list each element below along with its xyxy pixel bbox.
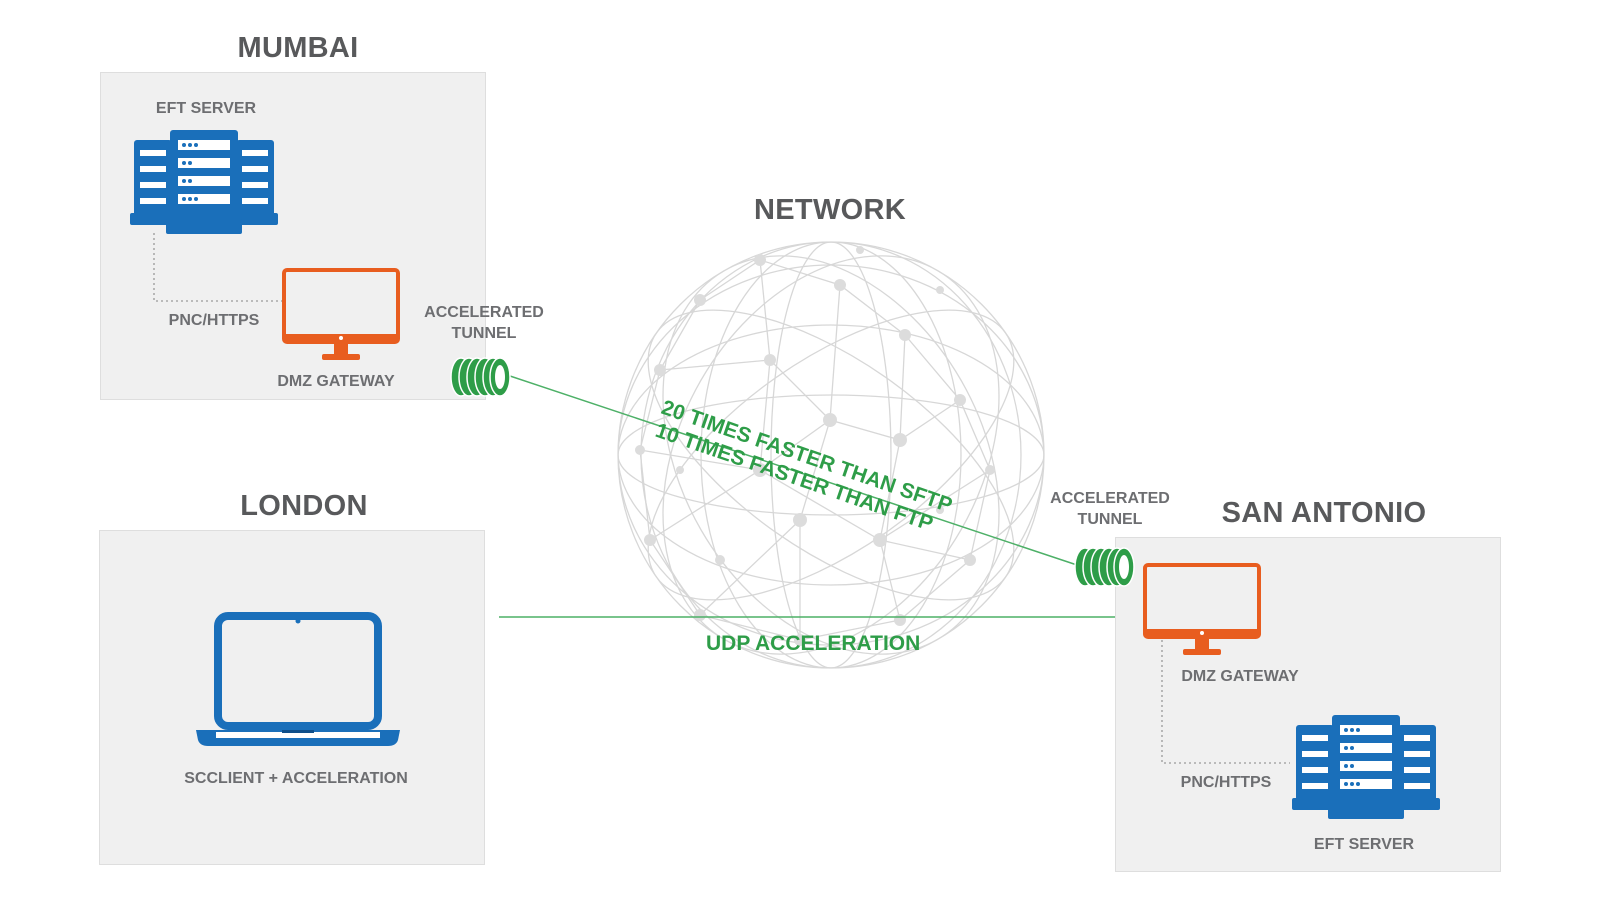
- network-title: NETWORK: [754, 194, 906, 226]
- tunnel-coil-icon: [1074, 547, 1135, 587]
- mumbai-tunnel-label: ACCELERATED TUNNEL: [424, 302, 544, 344]
- tunnel-coil-icon: [450, 357, 511, 397]
- london-title: LONDON: [240, 490, 368, 522]
- mumbai-tunnel-label-line2: TUNNEL: [451, 325, 517, 342]
- mumbai-tunnel-label-line1: ACCELERATED: [424, 304, 544, 321]
- san-antonio-tunnel-label-line1: ACCELERATED: [1050, 490, 1170, 507]
- san-antonio-site-box: [1115, 537, 1501, 872]
- mumbai-server-label: EFT SERVER: [155, 100, 257, 117]
- san-antonio-title: SAN ANTONIO: [1221, 497, 1427, 529]
- london-site-box: [99, 530, 485, 865]
- laptop-icon: [196, 612, 400, 746]
- server-rack-icon: [130, 130, 278, 234]
- server-rack-icon: [1292, 715, 1440, 819]
- monitor-icon: [1143, 563, 1261, 655]
- mumbai-dotted-connector: [153, 233, 283, 302]
- mumbai-site-box: [100, 72, 486, 400]
- san-antonio-dotted-connector: [1161, 640, 1290, 764]
- mumbai-gateway-label: DMZ GATEWAY: [277, 373, 395, 390]
- san-antonio-tunnel-label-line2: TUNNEL: [1077, 511, 1143, 528]
- san-antonio-gateway-label: DMZ GATEWAY: [1181, 668, 1299, 685]
- san-antonio-protocol-label: PNC/HTTPS: [1180, 774, 1272, 791]
- accelerated-tunnel-link: [509, 375, 1081, 567]
- mumbai-title: MUMBAI: [237, 32, 359, 64]
- mumbai-protocol-label: PNC/HTTPS: [168, 312, 260, 329]
- san-antonio-server-label: EFT SERVER: [1313, 836, 1415, 853]
- san-antonio-tunnel-label: ACCELERATED TUNNEL: [1050, 488, 1170, 530]
- monitor-icon: [282, 268, 400, 360]
- udp-acceleration-label: UDP ACCELERATION: [706, 632, 921, 655]
- london-client-label: SCCLIENT + ACCELERATION: [184, 770, 408, 787]
